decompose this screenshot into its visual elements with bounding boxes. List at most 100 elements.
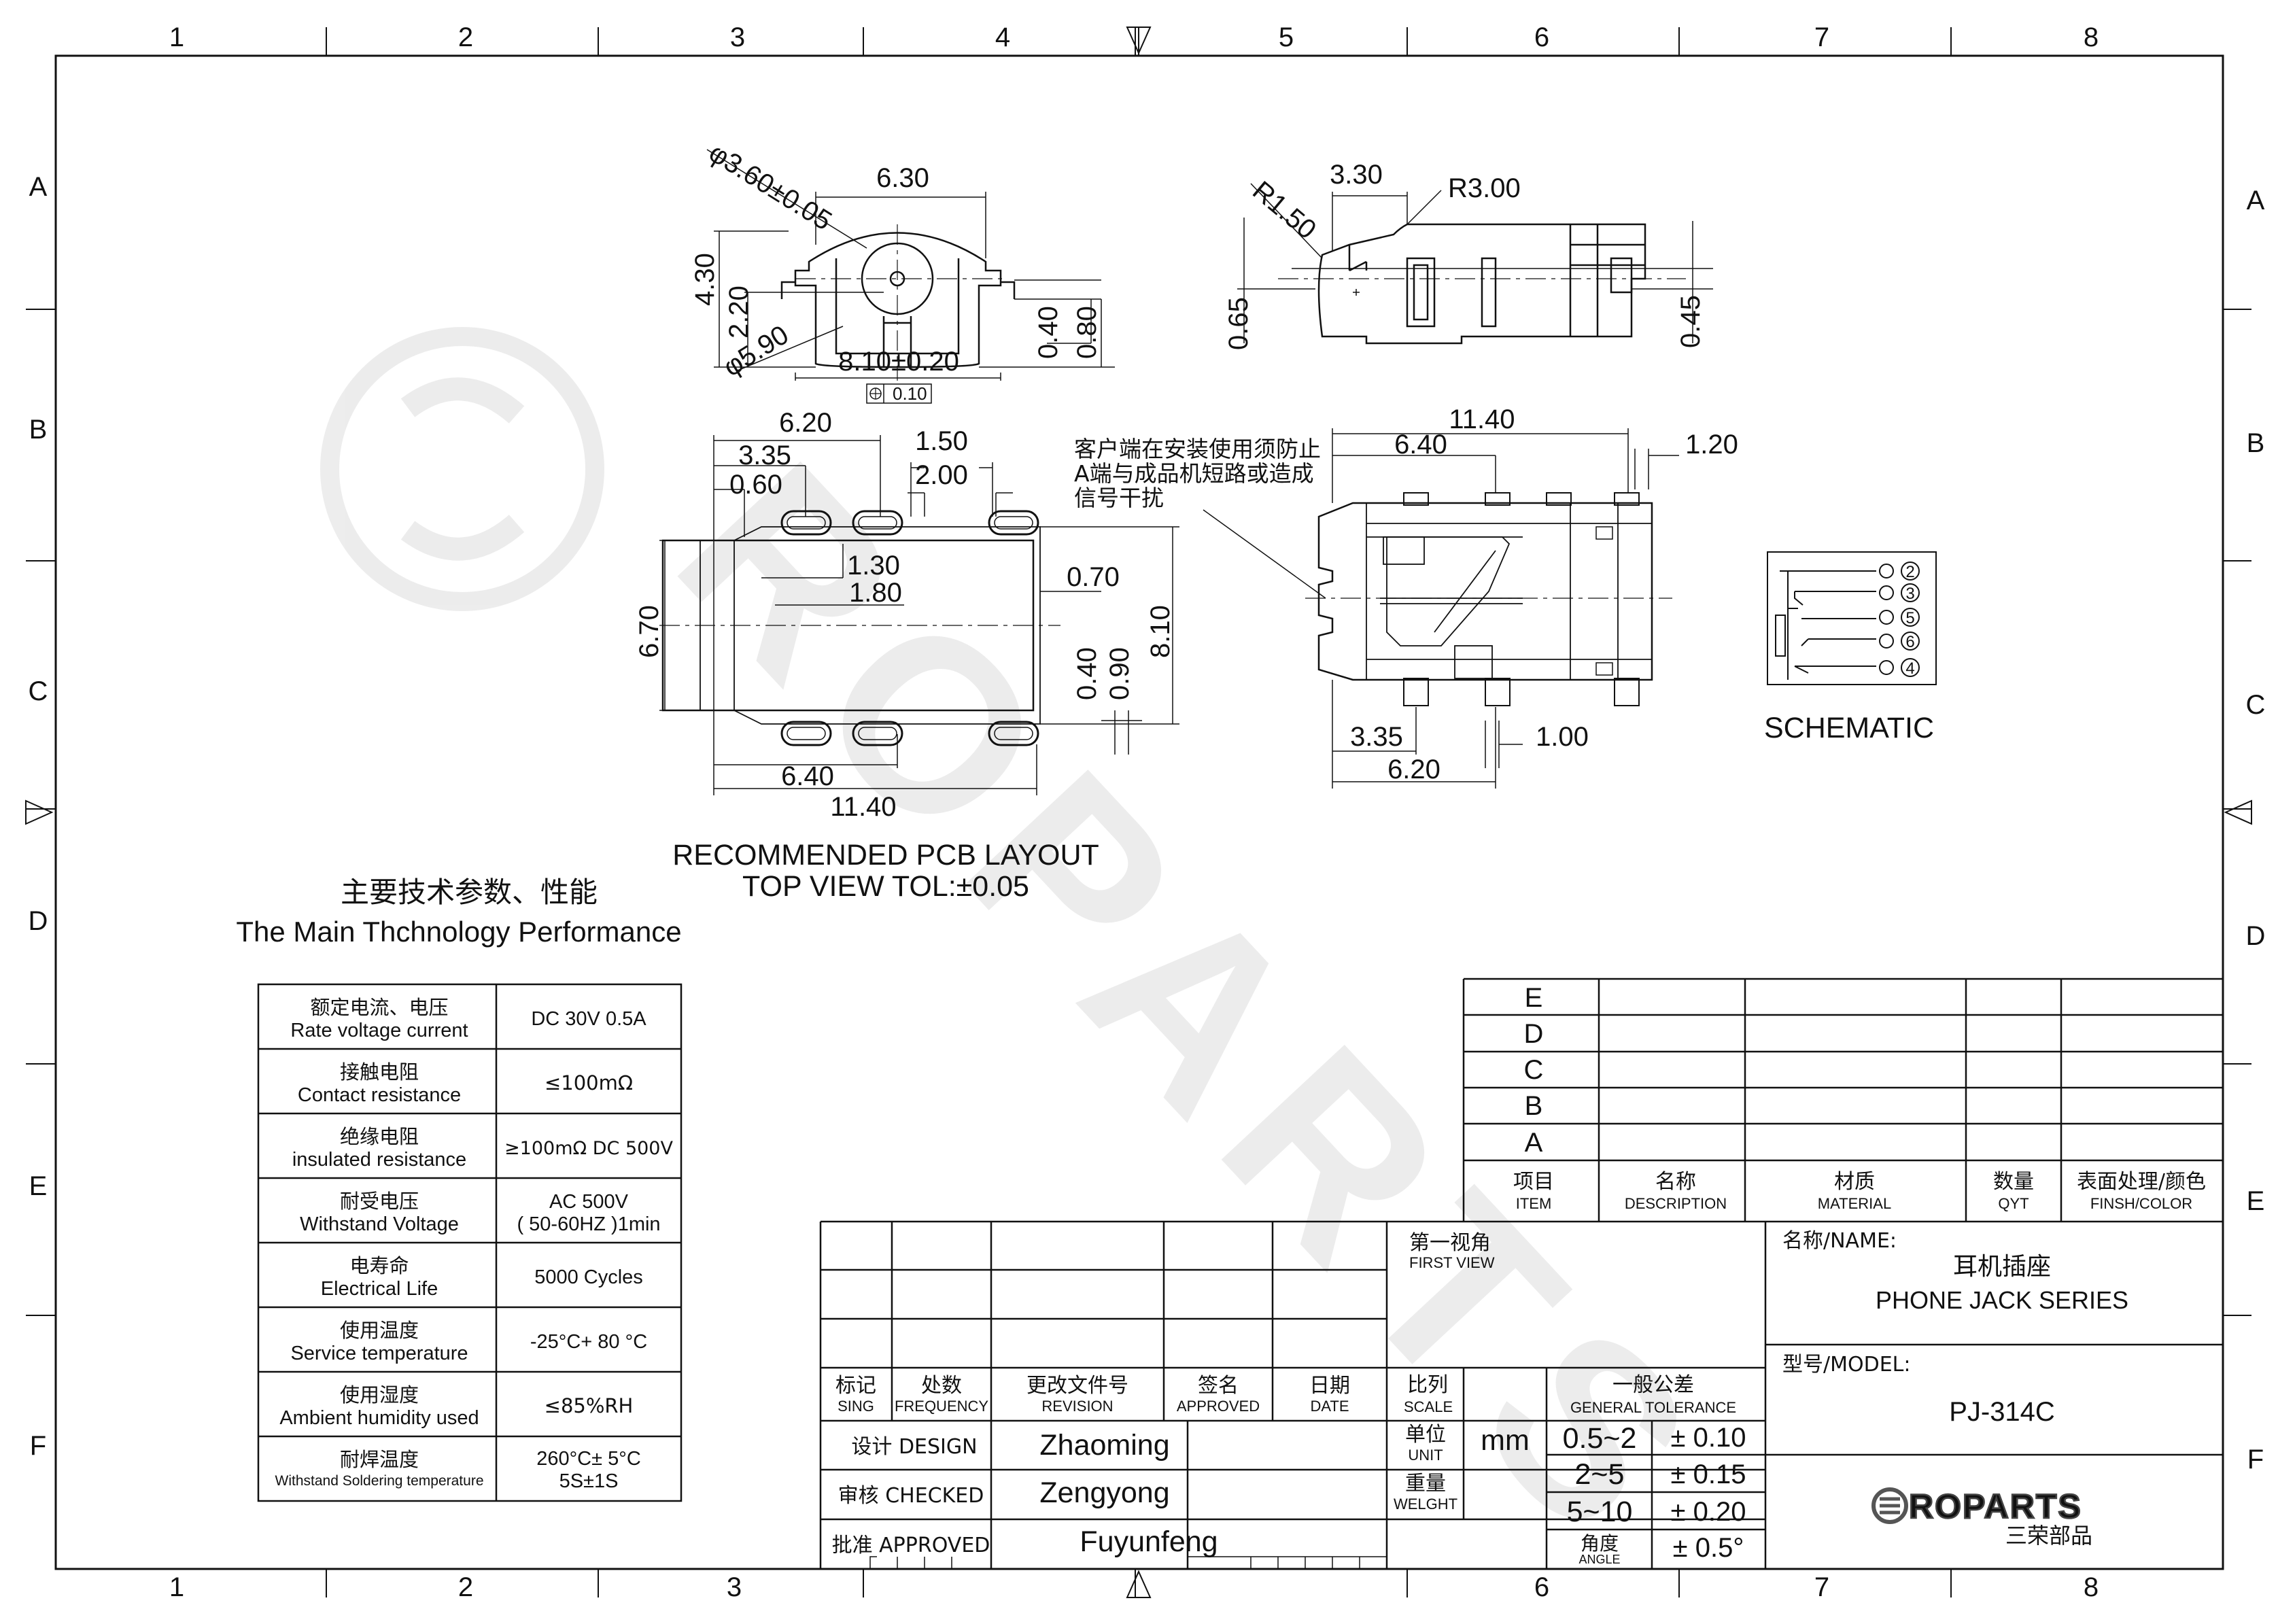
bom-header-en: DESCRIPTION	[1625, 1195, 1727, 1212]
param-value: AC 500V	[549, 1191, 629, 1213]
bom-header-en: FINSH/COLOR	[2090, 1195, 2192, 1212]
dim-0-65: 0.65	[1224, 297, 1254, 350]
performance-title-en: The Main Thchnology Performance	[236, 916, 681, 948]
param-value: 5000 Cycles	[534, 1266, 643, 1288]
schematic	[1767, 551, 1937, 685]
dim-6-40: 6.40	[1394, 430, 1447, 460]
checked-label: 审核 CHECKED	[838, 1484, 984, 1508]
dim-3-30: 3.30	[1330, 160, 1383, 190]
dim-position-tol: 0.10	[893, 383, 927, 404]
column-label: 2	[458, 1572, 473, 1602]
dim-0-90: 0.90	[1105, 647, 1135, 700]
row-label: D	[2246, 921, 2266, 951]
schematic-pin: 4	[1905, 659, 1914, 678]
installation-note-line: 客户端在安装使用须防止	[1074, 436, 1321, 462]
pcb-layout-dims: 6.20 3.35 0.60 1.50 2.00 1.30 1.80 0.70 …	[634, 408, 1175, 903]
column-label: 4	[995, 22, 1010, 52]
dim-11-40: 11.40	[1449, 404, 1515, 434]
tolerance-value: ± 0.20	[1671, 1497, 1746, 1527]
approved-label: 批准 APPROVED	[832, 1534, 990, 1557]
row-label: D	[29, 906, 48, 936]
angle-cn: 角度	[1581, 1532, 1619, 1555]
bom-header-en: QYT	[1998, 1195, 2029, 1212]
scale-cn: 比列	[1407, 1373, 1448, 1397]
column-label: 8	[2084, 1572, 2099, 1602]
performance-table	[257, 983, 683, 1502]
installation-note-line: 信号干扰	[1074, 485, 1164, 511]
tolerance-range: 2~5	[1575, 1458, 1625, 1491]
angle-en: ANGLE	[1578, 1553, 1620, 1566]
bom-header-en: MATERIAL	[1818, 1195, 1891, 1212]
angle-tolerance: ± 0.5°	[1673, 1533, 1744, 1563]
bom-header-cn: 名称	[1655, 1170, 1696, 1194]
title-block-cells: 标记 SING 处数 FREQUENCY 更改文件号 REVISION 签名 A…	[832, 1229, 2128, 1566]
param-value: ≤85%RH	[545, 1394, 634, 1417]
product-name-cn: 耳机插座	[1953, 1253, 2051, 1281]
row-label: E	[2247, 1186, 2265, 1216]
bom-cells: E D C B A 项目 ITEM 名称 DESCRIPTION 材质 MATE…	[1513, 983, 2206, 1212]
param-value: ≥100mΩ DC 500V	[504, 1138, 673, 1159]
dim-0-45: 0.45	[1676, 295, 1706, 348]
dim-0-60: 0.60	[729, 470, 782, 500]
revision-header-cn: 处数	[921, 1374, 962, 1398]
tolerance-en: GENERAL TOLERANCE	[1570, 1399, 1736, 1416]
performance-cells: 额定电流、电压 Rate voltage current DC 30V 0.5A…	[275, 996, 674, 1492]
bom-header-en: ITEM	[1516, 1195, 1552, 1212]
dim-1-30: 1.30	[847, 551, 900, 581]
checked-name: Zengyong	[1039, 1476, 1169, 1509]
column-label: 7	[1814, 22, 1829, 52]
frame-ticks	[26, 27, 2251, 1597]
schematic-pin: 3	[1905, 585, 1914, 603]
param-cn: 绝缘电阻	[340, 1125, 419, 1148]
logo-cn: 三荣部品	[2005, 1523, 2092, 1549]
dim-2-20: 2.20	[724, 286, 754, 339]
weight-cn: 重量	[1405, 1472, 1446, 1496]
frame-labels: 1 2 3 4 5 6 7 8 1 2 3 6 7 8 A B C D E F …	[29, 22, 2266, 1602]
column-label: 1	[169, 22, 184, 52]
product-name-en: PHONE JACK SERIES	[1876, 1286, 2128, 1314]
dim-0-80: 0.80	[1072, 306, 1102, 359]
row-label: B	[2247, 428, 2265, 458]
param-value-line2: 5S±1S	[559, 1470, 619, 1492]
row-label: C	[29, 676, 48, 706]
tolerance-value: ± 0.15	[1671, 1459, 1746, 1489]
bom-header-cn: 材质	[1834, 1170, 1875, 1194]
side-view	[1237, 183, 1713, 345]
param-cn: 电寿命	[349, 1254, 409, 1277]
tolerance-value: ± 0.10	[1671, 1423, 1746, 1453]
dim-8-10: 8.10±0.20	[838, 347, 959, 377]
bom-letter: A	[1525, 1128, 1543, 1158]
param-value-line2: ( 50-60HZ )1min	[517, 1213, 660, 1235]
dim-1-20: 1.20	[1685, 430, 1738, 460]
param-cn: 额定电流、电压	[310, 996, 448, 1019]
dim-4-30: 4.30	[690, 253, 720, 306]
row-label: F	[30, 1431, 46, 1461]
dim-diameter-3-60: φ3.60±0.05	[704, 137, 837, 236]
design-label: 设计 DESIGN	[851, 1435, 977, 1459]
param-en: Service temperature	[290, 1343, 468, 1364]
dim-6-40: 6.40	[781, 761, 834, 791]
performance-title-cn: 主要技术参数、性能	[341, 876, 598, 909]
title-block	[819, 1220, 2223, 1569]
revision-header-en: DATE	[1310, 1398, 1349, 1415]
bom-header-cn: 数量	[1993, 1170, 2034, 1194]
revision-header-en: SING	[838, 1398, 874, 1415]
first-view-en: FIRST VIEW	[1409, 1254, 1495, 1271]
front-view-dims: φ3.60±0.05 6.30 4.30 2.20 φ5.90 8.10±0.2…	[690, 137, 1102, 404]
dim-6-20: 6.20	[779, 408, 832, 438]
top-view-dims: 11.40 6.40 1.20 3.35 6.20 1.00 客户端在安装使用须…	[1074, 404, 1738, 784]
pcb-layout-view	[659, 435, 1179, 795]
dim-0-40: 0.40	[1072, 647, 1102, 700]
dim-r1-50: R1.50	[1247, 175, 1322, 245]
revision-header-cn: 日期	[1309, 1374, 1350, 1398]
installation-note-line: A端与成品机短路或造成	[1074, 460, 1314, 487]
model-value: PJ-314C	[1949, 1397, 2055, 1427]
revision-header-en: APPROVED	[1177, 1398, 1260, 1415]
dim-0-40: 0.40	[1033, 306, 1063, 359]
dim-2-00: 2.00	[915, 460, 968, 490]
model-label: 型号/MODEL:	[1782, 1353, 1910, 1377]
tolerance-cn: 一般公差	[1612, 1373, 1694, 1397]
schematic-labels: 2 3 5 6 4 SCHEMATIC	[1764, 563, 1934, 744]
weight-en: WELGHT	[1394, 1496, 1457, 1513]
param-en: Electrical Life	[321, 1278, 438, 1300]
